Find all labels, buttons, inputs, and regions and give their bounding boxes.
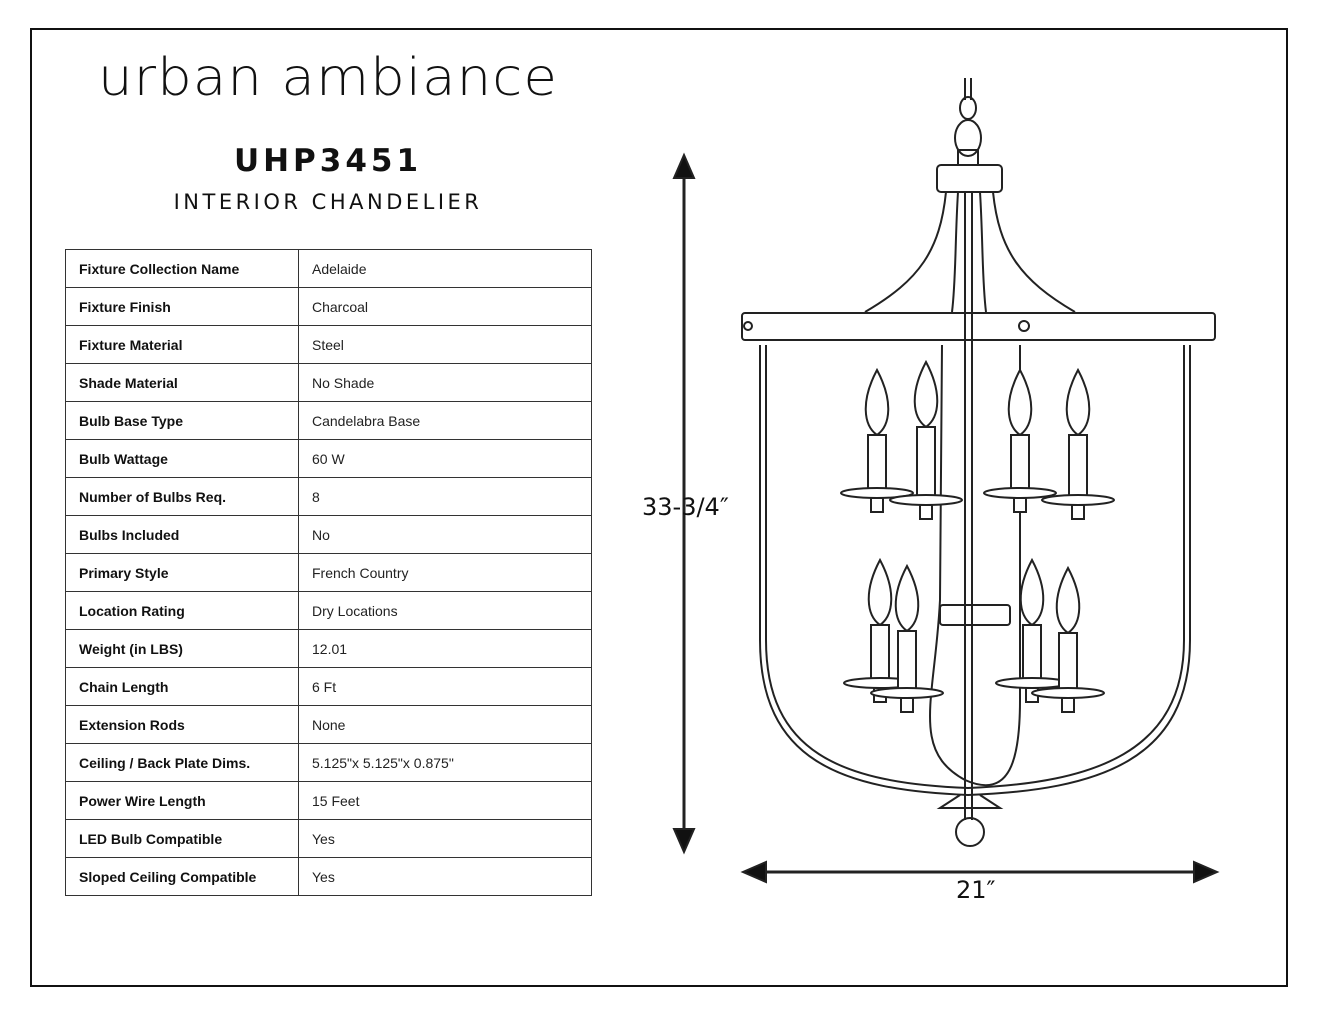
height-label: 33-3/4″: [642, 493, 729, 521]
spec-value: 8: [298, 477, 592, 516]
spec-label: Number of Bulbs Req.: [65, 477, 299, 516]
height-dimension-arrow: [672, 152, 696, 855]
spec-value: Charcoal: [298, 287, 592, 326]
candle: [840, 367, 914, 513]
candle: [889, 359, 963, 520]
spec-value: Adelaide: [298, 249, 592, 288]
spec-value: No Shade: [298, 363, 592, 402]
chandelier-frame: [741, 78, 1216, 847]
spec-value: 5.125"x 5.125"x 0.875": [298, 743, 592, 782]
spec-label: Sloped Ceiling Compatible: [65, 857, 299, 896]
spec-label: Weight (in LBS): [65, 629, 299, 668]
brand-logo: urban ambiance: [98, 48, 558, 108]
spec-label: Bulb Base Type: [65, 401, 299, 440]
candle: [1031, 565, 1105, 713]
spec-label: Bulbs Included: [65, 515, 299, 554]
candle: [995, 557, 1069, 703]
candle: [870, 563, 944, 713]
spec-label: Location Rating: [65, 591, 299, 630]
spec-label: Ceiling / Back Plate Dims.: [65, 743, 299, 782]
spec-value: Dry Locations: [298, 591, 592, 630]
width-dimension-arrow: [740, 860, 1220, 884]
spec-value: 15 Feet: [298, 781, 592, 820]
page-border: [30, 28, 1288, 987]
spec-value: No: [298, 515, 592, 554]
model-number: UHP3451: [233, 143, 423, 179]
spec-value: Yes: [298, 857, 592, 896]
spec-row: Weight (in LBS)12.01: [65, 629, 592, 668]
spec-value: 12.01: [298, 629, 592, 668]
width-label: 21″: [956, 876, 996, 904]
spec-value: Candelabra Base: [298, 401, 592, 440]
spec-row: Ceiling / Back Plate Dims.5.125"x 5.125"…: [65, 743, 592, 782]
spec-row: Number of Bulbs Req.8: [65, 477, 592, 516]
candle: [983, 367, 1057, 513]
product-type: INTERIOR CHANDELIER: [173, 190, 483, 214]
spec-label: Extension Rods: [65, 705, 299, 744]
candle-arms: [840, 359, 1115, 713]
spec-label: Primary Style: [65, 553, 299, 592]
spec-label: Fixture Material: [65, 325, 299, 364]
candle: [1041, 367, 1115, 520]
